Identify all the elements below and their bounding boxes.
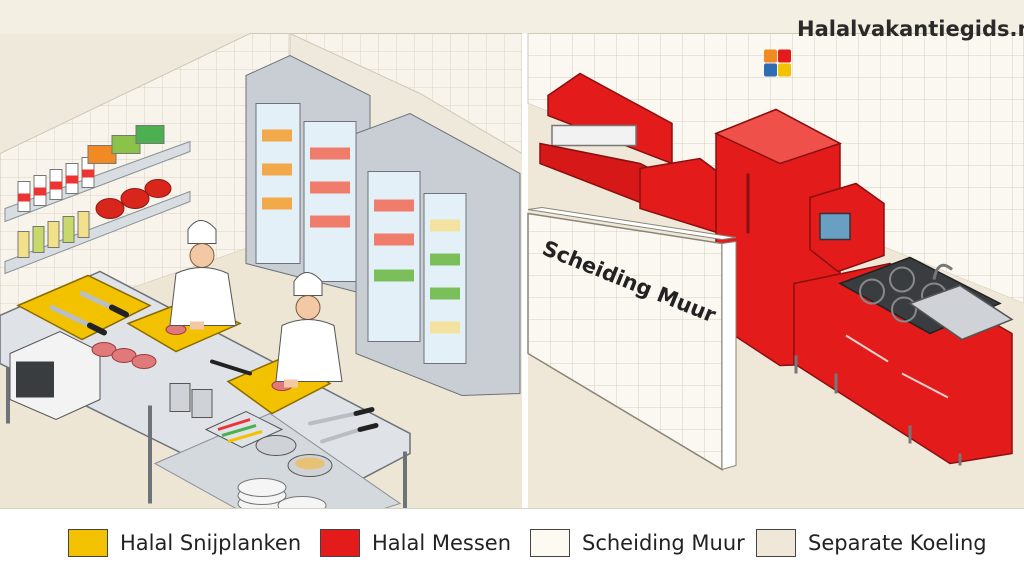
refrigerator-icon — [245, 54, 371, 297]
microwave-icon — [9, 330, 101, 421]
legend: Halal Snijplanken Halal Messen Scheiding… — [0, 508, 1024, 576]
chef-icon — [275, 272, 343, 388]
brand-logo-icon — [764, 49, 791, 77]
legend-label: Halal Messen — [372, 531, 512, 555]
right-kitchen-scene — [527, 33, 1024, 542]
separation-wall — [527, 206, 737, 471]
brand-name: Halalvakantiegids.nl — [797, 17, 1024, 41]
sink-icon — [908, 263, 1014, 341]
brand: Halalvakantiegids.nl — [760, 14, 1024, 44]
halal-red-equipment — [539, 72, 1014, 466]
refrigerator-icon — [355, 112, 521, 397]
knife-icon — [49, 291, 379, 444]
left-kitchen-scene — [0, 33, 523, 542]
legend-swatch — [530, 529, 570, 557]
legend-swatch — [68, 529, 108, 557]
legend-item-knives: Halal Messen — [320, 527, 511, 559]
legend-item-separation-wall: Scheiding Muur — [530, 527, 745, 559]
legend-label: Scheiding Muur — [582, 531, 745, 555]
legend-item-separate-cooling: Separate Koeling — [756, 527, 987, 559]
legend-swatch — [756, 529, 796, 557]
legend-swatch — [320, 529, 360, 557]
chef-icon — [169, 220, 237, 330]
legend-label: Separate Koeling — [808, 531, 987, 555]
wall-shelves — [4, 125, 191, 275]
legend-label: Halal Snijplanken — [120, 531, 302, 555]
legend-item-cutting-boards: Halal Snijplanken — [68, 527, 301, 559]
